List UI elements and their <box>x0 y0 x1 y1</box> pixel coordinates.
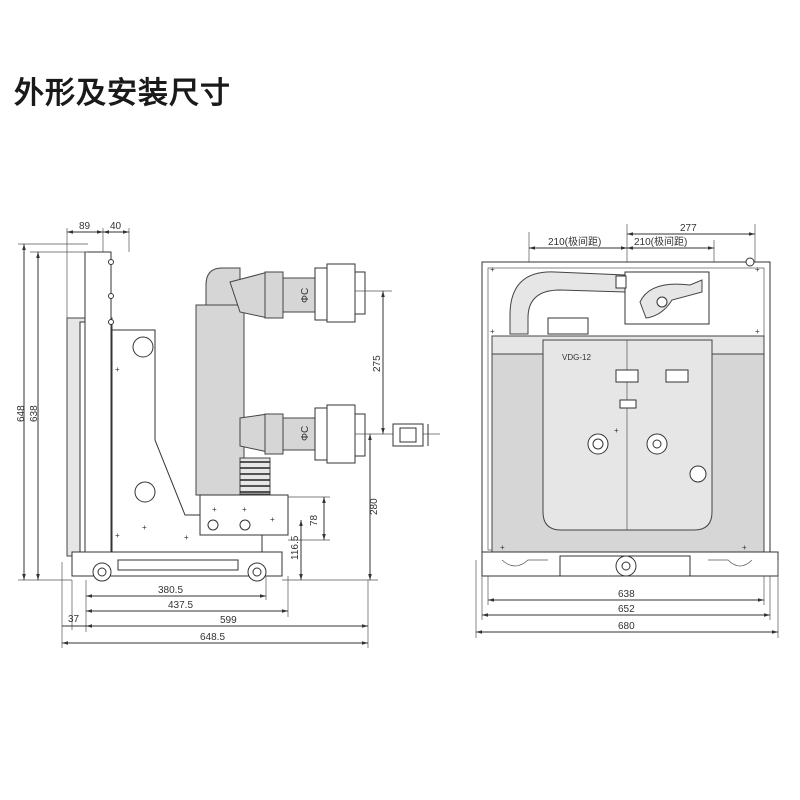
phi-c-upper-label: ΦC <box>300 288 311 303</box>
dim-275: 275 <box>372 355 383 372</box>
dim-380-5: 380.5 <box>158 585 183 596</box>
svg-text:+: + <box>142 523 147 532</box>
dim-40: 40 <box>110 221 122 232</box>
side-view: + + + + ΦC ΦC + <box>16 221 440 648</box>
side-pole-column <box>195 304 245 496</box>
dim-280: 280 <box>369 498 380 515</box>
front-cable-chain <box>509 271 626 335</box>
side-front-plate <box>84 251 112 553</box>
svg-text:+: + <box>490 265 495 274</box>
dim-277: 277 <box>680 223 697 234</box>
svg-text:+: + <box>755 327 760 336</box>
dim-437-5: 437.5 <box>168 600 193 611</box>
svg-text:+: + <box>742 543 747 552</box>
svg-text:+: + <box>490 327 495 336</box>
front-dim-638: 638 <box>618 589 635 600</box>
svg-text:+: + <box>184 533 189 542</box>
side-lower-arm <box>239 413 269 453</box>
svg-text:+: + <box>500 543 505 552</box>
dim-210-right: 210(极间距) <box>634 235 687 248</box>
svg-text:+: + <box>270 515 275 524</box>
front-dim-652: 652 <box>618 604 635 615</box>
dim-116-5: 116.5 <box>290 535 301 560</box>
svg-text:+: + <box>242 505 247 514</box>
front-indicator <box>689 465 707 483</box>
svg-text:+: + <box>614 426 619 435</box>
svg-text:+: + <box>115 365 120 374</box>
dim-648-5: 648.5 <box>200 632 225 643</box>
side-spring-coil <box>239 457 271 495</box>
dim-78: 78 <box>309 514 320 526</box>
svg-text:+: + <box>212 505 217 514</box>
svg-text:+: + <box>115 531 120 540</box>
phi-c-lower-label: ΦC <box>300 426 311 441</box>
front-dim-680: 680 <box>618 621 635 632</box>
svg-text:+: + <box>755 265 760 274</box>
page-title: 外形及安装尺寸 <box>14 76 231 111</box>
front-door <box>542 339 713 531</box>
front-view: VDG-12 + + + + + + + <box>475 223 779 638</box>
dim-599: 599 <box>220 615 237 626</box>
dim-89: 89 <box>79 221 91 232</box>
dim-648: 648 <box>16 405 27 422</box>
dim-37: 37 <box>68 614 80 625</box>
front-cam-arm <box>639 279 703 319</box>
front-model-label: VDG-12 <box>562 353 591 362</box>
dim-210-left: 210(极间距) <box>548 235 601 248</box>
dim-638: 638 <box>29 405 40 422</box>
